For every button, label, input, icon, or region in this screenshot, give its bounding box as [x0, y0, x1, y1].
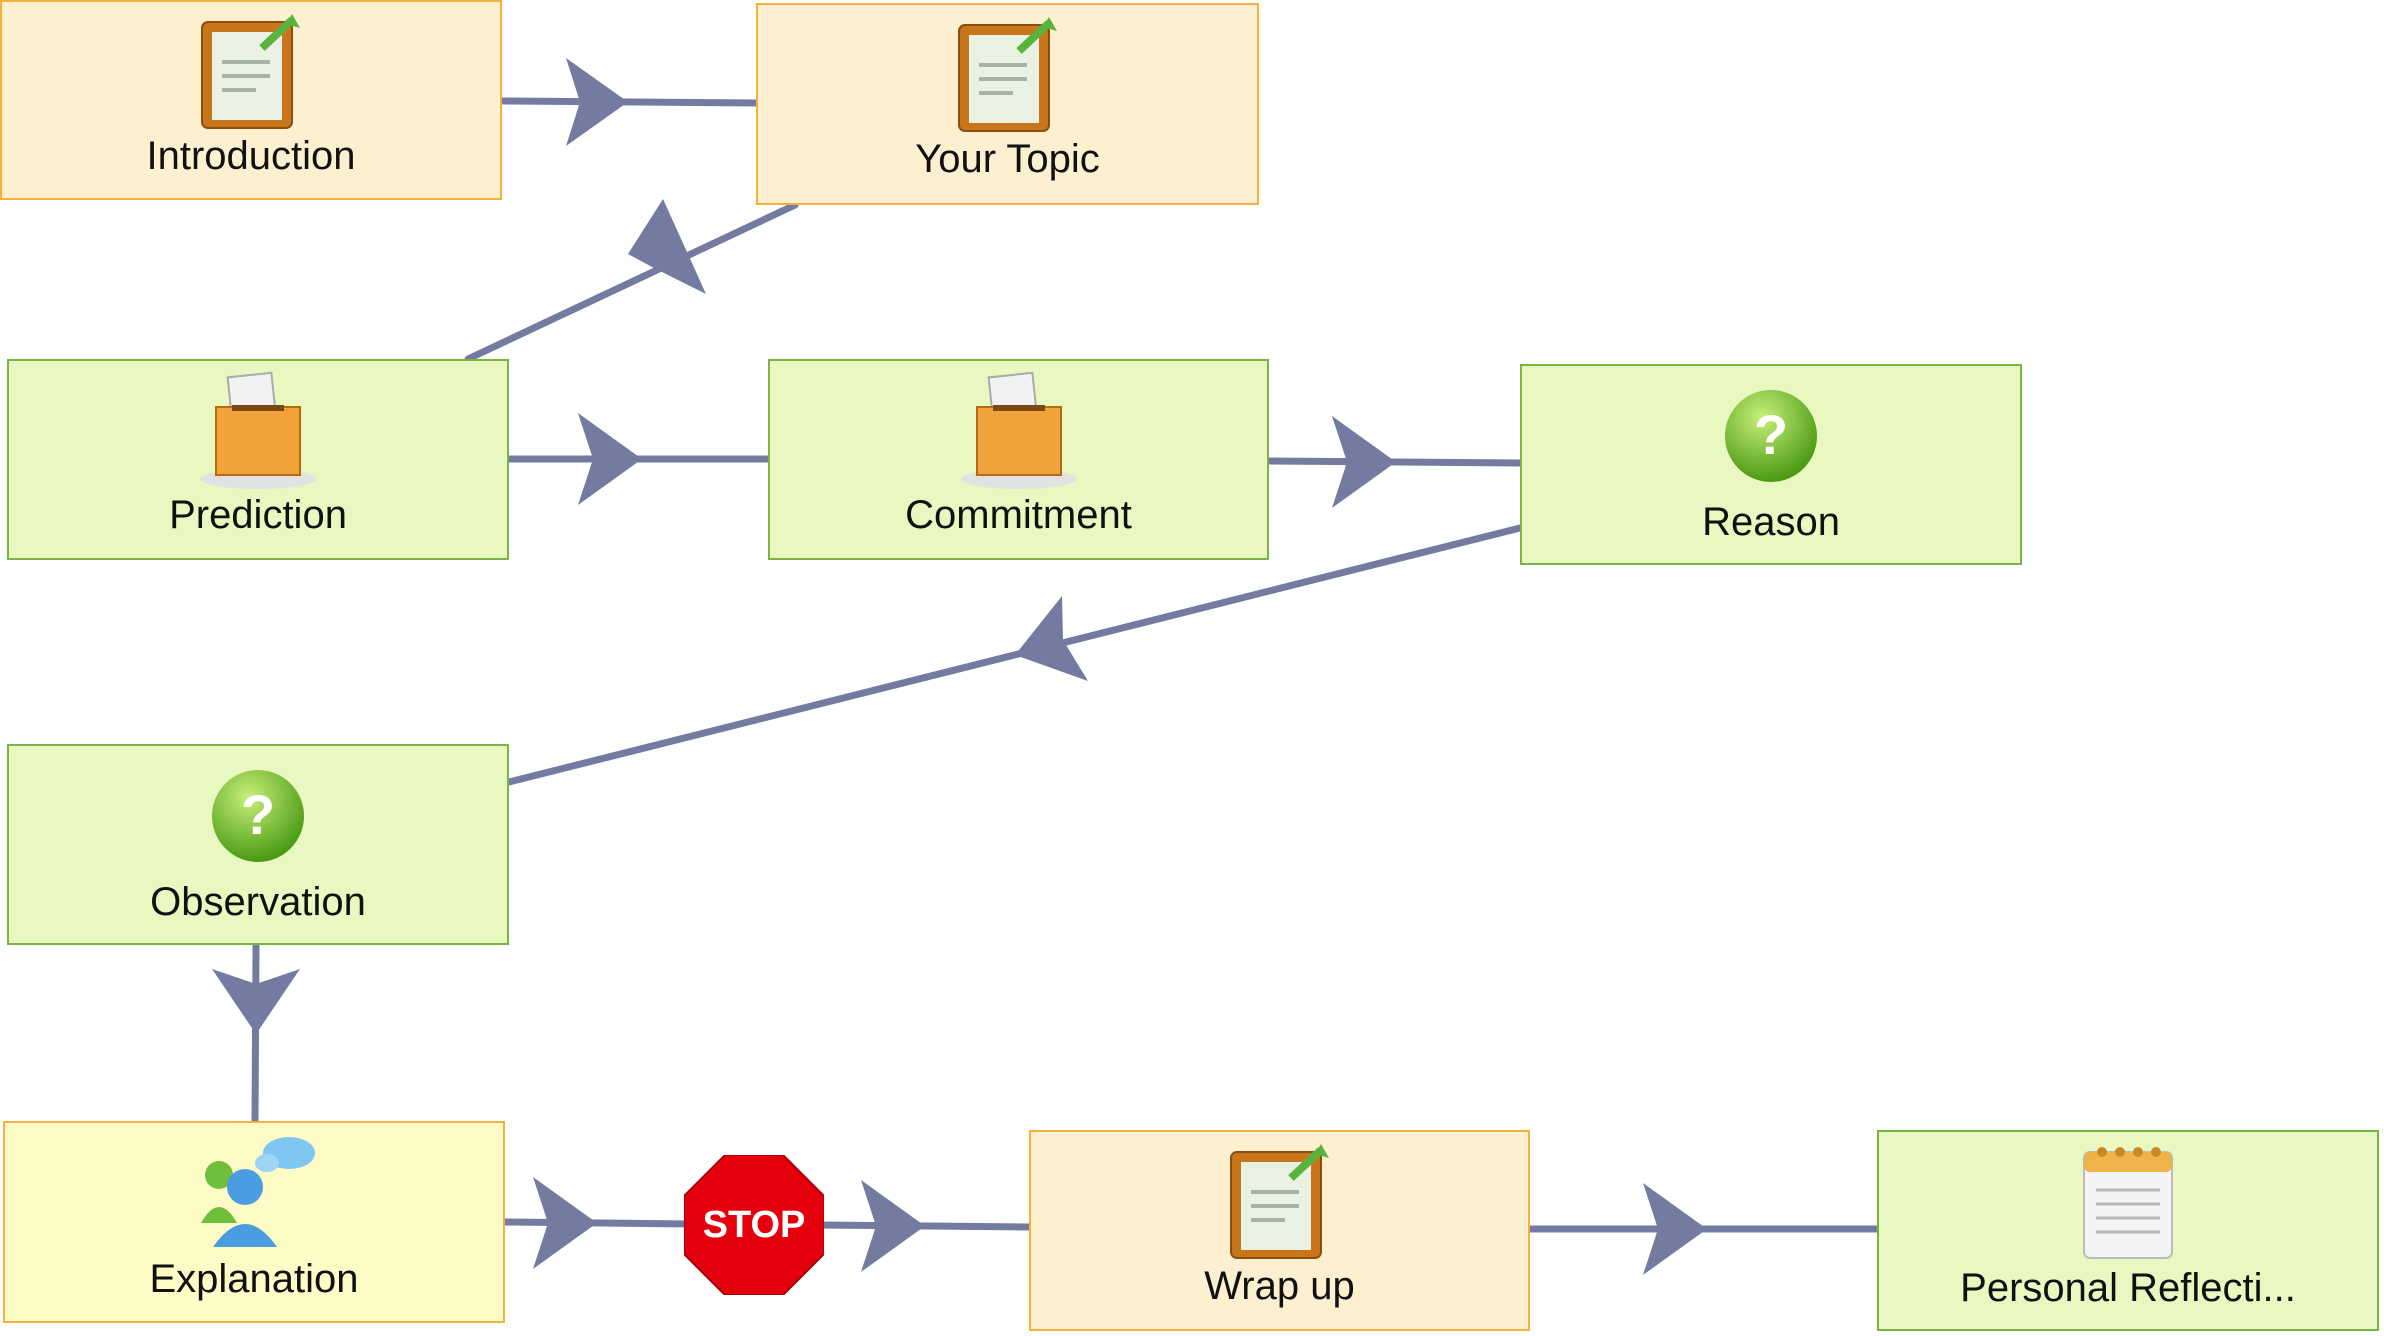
arrowhead-icon	[533, 1177, 597, 1269]
clipboard-edit-icon	[1229, 1144, 1329, 1259]
chat-users-icon	[201, 1137, 315, 1247]
node-label: Personal Reflecti...	[1960, 1266, 2296, 1310]
node-label: Explanation	[149, 1257, 359, 1301]
edge-reason-observation	[505, 524, 1524, 786]
notepad-icon	[2083, 1147, 2173, 1259]
edge-introduction-your-topic	[498, 97, 760, 107]
edge-commitment-reason	[1265, 457, 1524, 467]
node-label: Reason	[1702, 500, 1840, 544]
node-commitment[interactable]: Commitment	[768, 359, 1269, 560]
node-label: Introduction	[146, 134, 356, 178]
arrowhead-icon	[861, 1180, 925, 1272]
node-prediction[interactable]: Prediction	[7, 359, 509, 560]
stop-sign-icon[interactable]: STOP	[684, 1155, 824, 1295]
arrowhead-icon	[1332, 416, 1396, 508]
node-wrap-up[interactable]: Wrap up	[1029, 1130, 1530, 1331]
svg-text:?: ?	[241, 783, 275, 846]
edge-your-topic-prediction	[464, 201, 799, 363]
arrowhead-icon	[578, 413, 642, 505]
ballot-box-icon	[960, 371, 1077, 489]
arrowhead-icon	[1015, 596, 1088, 681]
clipboard-edit-icon	[201, 14, 300, 129]
node-your-topic[interactable]: Your Topic	[756, 3, 1259, 205]
node-label: Your Topic	[915, 137, 1100, 181]
edge-stop-wrap-up	[814, 1221, 1033, 1231]
node-introduction[interactable]: Introduction	[0, 0, 502, 200]
arrowhead-icon	[566, 58, 628, 146]
node-label: Wrap up	[1204, 1264, 1355, 1308]
arrowhead-icon	[628, 199, 706, 294]
node-observation[interactable]: ? Observation	[7, 744, 509, 945]
node-reason[interactable]: ? Reason	[1520, 364, 2022, 565]
stop-label: STOP	[703, 1204, 806, 1246]
ballot-box-icon	[200, 371, 316, 489]
question-icon: ?	[1725, 390, 1817, 482]
clipboard-edit-icon	[957, 17, 1057, 132]
node-label: Observation	[150, 880, 366, 924]
node-label: Prediction	[169, 493, 347, 537]
node-explanation[interactable]: Explanation	[3, 1121, 505, 1323]
arrowhead-icon	[1643, 1183, 1707, 1275]
edge-observation-explanation	[251, 942, 260, 1125]
svg-text:?: ?	[1754, 403, 1788, 466]
arrowhead-icon	[212, 969, 300, 1034]
node-label: Commitment	[905, 493, 1132, 537]
edge-explanation-stop	[501, 1218, 694, 1228]
node-personal-reflection[interactable]: Personal Reflecti...	[1877, 1130, 2379, 1331]
question-icon: ?	[212, 770, 304, 862]
